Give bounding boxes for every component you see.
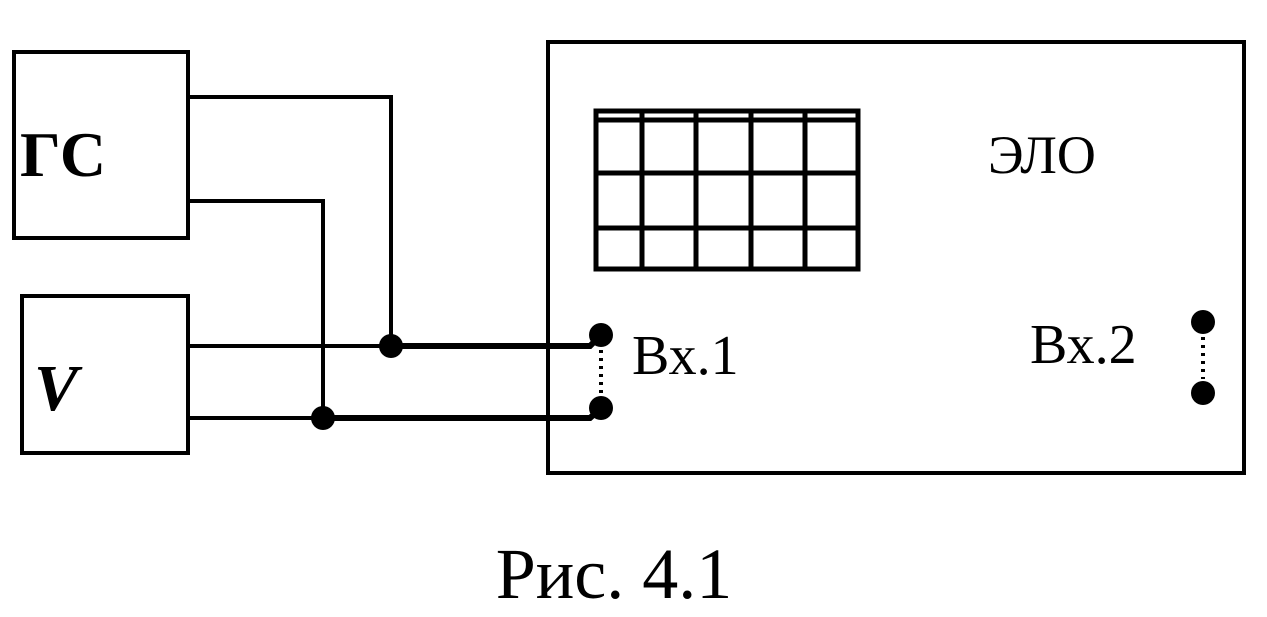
input2-terminals: [1191, 310, 1215, 405]
wire-bus-upper: [391, 332, 604, 349]
input2-label: Вх.2: [1030, 314, 1137, 376]
input1-label: Вх.1: [632, 325, 739, 387]
junction-upper: [379, 334, 403, 358]
generator-block: ГС: [12, 50, 190, 240]
screen-frame: [593, 108, 861, 272]
wiring: [188, 95, 604, 421]
generator-label: ГС: [20, 119, 106, 190]
oscilloscope-label: ЭЛО: [988, 125, 1096, 185]
input2-terminal-bottom: [1191, 381, 1215, 405]
generator-box: [12, 50, 190, 240]
voltmeter-block: V: [20, 294, 190, 455]
voltmeter-label: V: [34, 352, 83, 425]
junctions: [311, 334, 403, 430]
input2-terminal-top: [1191, 310, 1215, 334]
figure-caption: Рис. 4.1: [496, 534, 733, 614]
wire-bus-lower: [323, 405, 604, 421]
wire-generator-lower: [188, 199, 325, 418]
oscilloscope-box: [546, 40, 1246, 475]
voltmeter-box: [20, 294, 190, 455]
junction-lower: [311, 406, 335, 430]
oscilloscope-screen-grid: [593, 108, 861, 272]
wire-generator-upper: [188, 95, 393, 346]
oscilloscope-block: ЭЛО Вх.1 Вх.2: [546, 40, 1246, 475]
